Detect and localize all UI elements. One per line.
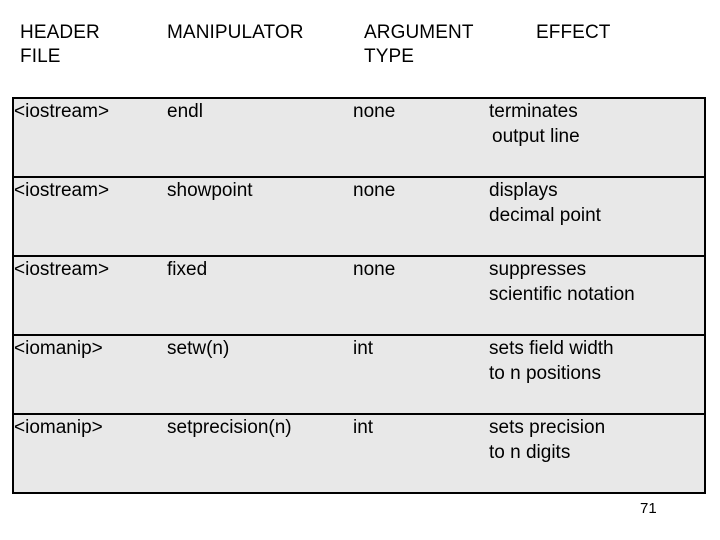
manipulator-value: endl: [167, 101, 203, 122]
cell-effect: suppresses scientific notation: [489, 256, 705, 335]
effect-line-2: output line: [492, 126, 580, 147]
table-row: <iostream> fixed none suppresses scienti…: [13, 256, 705, 335]
cell-header-file: <iostream>: [13, 98, 167, 177]
cell-effect: sets field width to n positions: [489, 335, 705, 414]
table-row: <iostream> endl none terminates output l…: [13, 98, 705, 177]
argument-type-value: int: [353, 417, 374, 438]
header-file-value: <iomanip>: [14, 338, 103, 359]
effect-line-2: decimal point: [489, 205, 601, 226]
header-file-value: <iostream>: [14, 259, 110, 280]
cell-manipulator: setw(n): [167, 335, 353, 414]
argument-type-value: int: [353, 338, 374, 359]
effect-line-1: displays: [489, 180, 558, 201]
header-file-value: <iostream>: [14, 180, 110, 201]
cell-argument-type: none: [353, 256, 489, 335]
effect-line-2: to n positions: [489, 363, 601, 384]
cell-argument-type: int: [353, 414, 489, 493]
header-file-value: <iomanip>: [14, 417, 103, 438]
cell-argument-type: none: [353, 98, 489, 177]
effect-line-1: suppresses: [489, 259, 587, 280]
manipulator-value: showpoint: [167, 180, 253, 201]
argument-type-value: none: [353, 180, 396, 201]
argument-type-value: none: [353, 259, 396, 280]
header-file-value: <iostream>: [14, 101, 110, 122]
cell-header-file: <iomanip>: [13, 414, 167, 493]
column-header-header-file: HEADER FILE: [20, 22, 100, 67]
column-header-argument-type: ARGUMENT TYPE: [364, 22, 474, 67]
effect-line-1: sets precision: [489, 417, 606, 438]
column-header-effect: EFFECT: [536, 22, 611, 43]
cell-effect: displays decimal point: [489, 177, 705, 256]
cell-manipulator: endl: [167, 98, 353, 177]
page-number: 71: [640, 500, 657, 517]
table-body: <iostream> endl none terminates output l…: [13, 98, 705, 493]
column-header-manipulator: MANIPULATOR: [167, 22, 304, 43]
cell-argument-type: int: [353, 335, 489, 414]
manipulator-value: fixed: [167, 259, 208, 280]
effect-line-1: terminates: [489, 101, 578, 122]
effect-line-2: scientific notation: [489, 284, 635, 305]
cell-effect: terminates output line: [489, 98, 705, 177]
table-row: <iomanip> setprecision(n) int sets preci…: [13, 414, 705, 493]
cell-header-file: <iostream>: [13, 177, 167, 256]
column-header-band: HEADER FILE MANIPULATOR ARGUMENT TYPE EF…: [0, 0, 720, 97]
effect-line-1: sets field width: [489, 338, 614, 359]
manipulators-table: <iostream> endl none terminates output l…: [12, 97, 706, 494]
table-row: <iomanip> setw(n) int sets field width t…: [13, 335, 705, 414]
manipulator-value: setprecision(n): [167, 417, 292, 438]
cell-effect: sets precision to n digits: [489, 414, 705, 493]
table-row: <iostream> showpoint none displays decim…: [13, 177, 705, 256]
cell-manipulator: showpoint: [167, 177, 353, 256]
cell-manipulator: setprecision(n): [167, 414, 353, 493]
cell-header-file: <iomanip>: [13, 335, 167, 414]
argument-type-value: none: [353, 101, 396, 122]
cell-header-file: <iostream>: [13, 256, 167, 335]
manipulator-value: setw(n): [167, 338, 230, 359]
effect-line-2: to n digits: [489, 442, 571, 463]
cell-manipulator: fixed: [167, 256, 353, 335]
cell-argument-type: none: [353, 177, 489, 256]
